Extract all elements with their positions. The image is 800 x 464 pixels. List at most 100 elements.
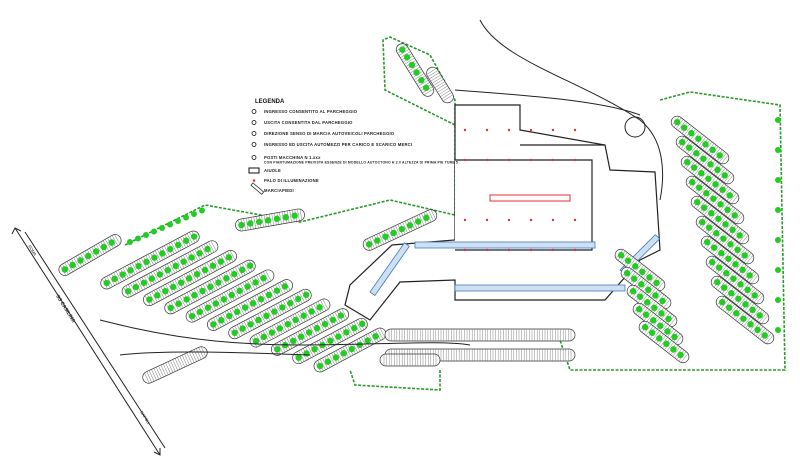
tree-icon — [175, 218, 181, 224]
tree-icon — [653, 279, 660, 287]
parking-stall — [715, 279, 724, 289]
tree-icon — [775, 207, 781, 213]
parking-stall — [652, 317, 660, 328]
tree-icon — [170, 283, 177, 291]
parking-stall — [138, 259, 145, 270]
parking-stall — [408, 64, 419, 72]
parking-stall — [158, 287, 165, 299]
parking-stall — [715, 230, 723, 241]
parking-stall — [233, 287, 240, 299]
parking-stall — [753, 292, 762, 303]
parking-stall — [64, 262, 71, 274]
tree-icon — [723, 270, 730, 277]
parking-stall — [320, 300, 327, 311]
legend-item: MARCIAPIEDI — [250, 182, 294, 195]
tree-icon — [100, 243, 108, 251]
tree-icon — [406, 222, 414, 229]
parking-stall — [345, 345, 352, 357]
parking-stall — [642, 269, 650, 280]
parking-stall — [313, 303, 320, 315]
tree-icon — [372, 333, 379, 340]
parking-row — [715, 295, 775, 345]
tree-icon — [650, 317, 657, 324]
parking-stall — [648, 287, 656, 298]
parking-row — [270, 308, 350, 356]
parking-stall — [692, 180, 701, 191]
parking-stall — [282, 300, 289, 312]
parking-stall — [151, 369, 157, 381]
parking-stall — [760, 314, 769, 325]
tree-icon — [351, 324, 358, 332]
tree-icon — [636, 293, 644, 300]
tree-icon — [210, 321, 217, 328]
light-pole-icon — [573, 218, 577, 222]
tree-icon — [644, 299, 651, 306]
tree-icon — [775, 267, 781, 273]
tree-icon — [715, 215, 722, 222]
tree-icon — [305, 329, 313, 336]
tree-icon — [220, 296, 228, 303]
tree-icon — [231, 270, 238, 278]
parking-stall — [240, 283, 247, 295]
legend-item-label: MARCIAPIEDI — [264, 188, 294, 193]
parking-stall — [271, 213, 274, 226]
tree-icon — [705, 175, 712, 182]
parking-stall — [201, 245, 208, 257]
tree-icon — [645, 286, 652, 294]
parking-stall — [184, 353, 190, 365]
legend-item-label: USCITA CONSENTITA DAL PARCHEGGIO — [264, 120, 353, 125]
tree-icon — [291, 212, 298, 219]
tree-icon — [273, 287, 281, 294]
tree-icon — [284, 320, 291, 328]
tree-icon — [241, 304, 249, 311]
parking-stall — [222, 253, 229, 265]
tree-icon — [648, 329, 656, 336]
tree-icon — [135, 235, 141, 242]
parking-stall — [172, 299, 179, 311]
parking-stall — [334, 311, 341, 323]
tree-icon — [196, 308, 204, 316]
parking-stall — [395, 225, 401, 237]
parking-stall — [429, 72, 440, 80]
parking-stall — [699, 185, 707, 196]
tree-icon — [329, 316, 337, 323]
parking-stall — [733, 276, 742, 287]
parking-stall — [201, 304, 208, 316]
light-pole-icon — [485, 128, 489, 132]
parking-stall — [144, 372, 150, 384]
parking-stall — [114, 234, 121, 245]
parking-stall — [437, 85, 448, 93]
tree-icon — [151, 254, 158, 261]
tree-icon — [154, 292, 161, 299]
parking-stall — [194, 308, 201, 319]
tree-icon — [651, 304, 658, 312]
tree-icon — [279, 304, 286, 311]
parking-stall — [737, 280, 746, 290]
tree-icon — [167, 246, 174, 253]
tree-icon — [343, 329, 350, 336]
parking-stall — [346, 325, 353, 336]
parking-stall — [750, 274, 759, 285]
light-pole-icon — [507, 218, 511, 222]
tree-icon — [730, 275, 737, 282]
parking-stall — [666, 315, 675, 326]
parking-stall — [742, 300, 751, 310]
tree-icon — [693, 198, 701, 206]
legend-item: INGRESSO CONSENTITO AL PARCHEGGIO — [251, 109, 358, 114]
tree-icon — [162, 287, 169, 295]
tree-icon — [630, 275, 638, 282]
light-pole-icon — [485, 158, 489, 162]
parking-stall — [181, 275, 188, 287]
parking-stall — [680, 353, 689, 363]
tree-icon — [238, 221, 245, 229]
parking-stall — [422, 86, 433, 94]
tree-icon — [77, 257, 84, 264]
parking-stall — [742, 268, 751, 278]
parking-stall — [722, 300, 731, 311]
parking-stall — [243, 218, 246, 231]
parking-stall — [196, 348, 202, 360]
parking-stall — [666, 341, 674, 352]
tree-icon — [233, 308, 241, 316]
tree-icon — [348, 345, 355, 353]
legend-item-label: INGRESSO CONSENTITO AL PARCHEGGIO — [264, 109, 358, 114]
